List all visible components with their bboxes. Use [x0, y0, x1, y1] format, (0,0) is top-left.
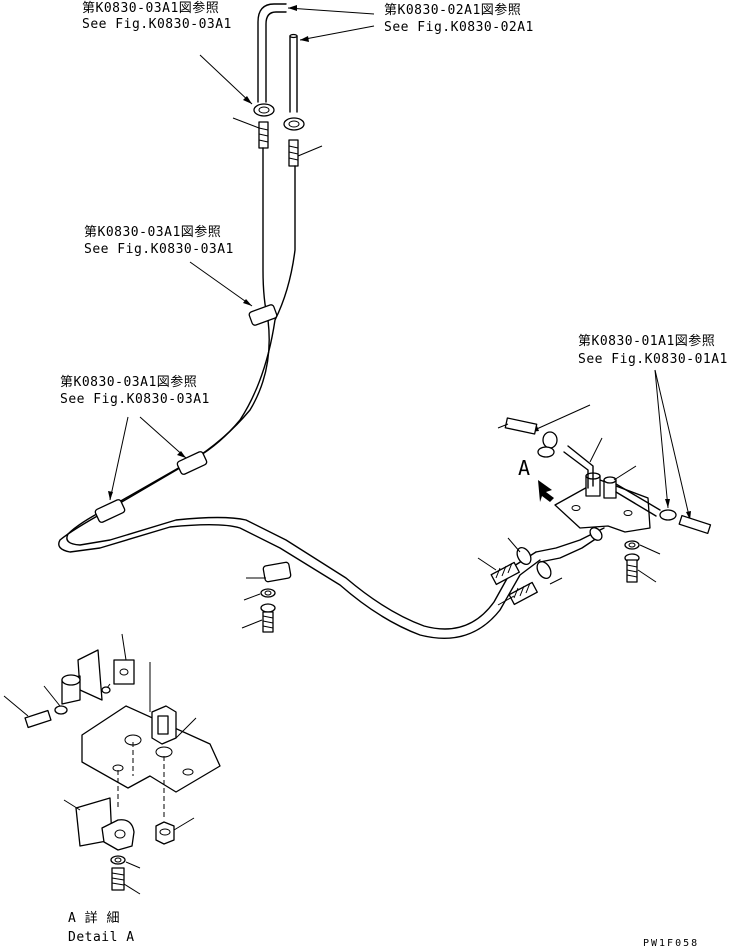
hose-clamp	[262, 561, 292, 583]
bolt	[24, 709, 52, 729]
reference-mid-left-en: See Fig.K0830-03A1	[60, 392, 210, 407]
washer	[624, 540, 640, 550]
reference-top-left-en: See Fig.K0830-03A1	[82, 17, 232, 32]
reference-top-right: 第K0830-02A1図参照 See Fig.K0830-02A1	[384, 2, 534, 35]
detail-caption-jp: A 詳 細	[68, 910, 120, 926]
hose-clamp	[659, 509, 677, 521]
reference-right: 第K0830-01A1図参照 See Fig.K0830-01A1	[578, 333, 728, 367]
reference-mid-upper-jp: 第K0830-03A1図参照	[84, 224, 221, 240]
washer	[260, 588, 276, 598]
hose-clamp	[253, 103, 275, 117]
reference-right-jp: 第K0830-01A1図参照	[578, 333, 715, 349]
washer	[54, 705, 68, 715]
reference-mid-left-jp: 第K0830-03A1図参照	[60, 374, 197, 390]
reference-mid-left: 第K0830-03A1図参照 See Fig.K0830-03A1	[60, 374, 210, 407]
hose-assembly	[58, 3, 563, 639]
leader-lines	[108, 5, 691, 521]
hose-clamp	[94, 499, 126, 523]
reference-top-right-en: See Fig.K0830-02A1	[384, 20, 534, 35]
washer	[110, 855, 126, 865]
reference-right-en: See Fig.K0830-01A1	[578, 352, 728, 367]
detail-a	[3, 633, 221, 895]
hose-clamp	[176, 451, 208, 475]
washer	[260, 603, 276, 613]
hose-fitting	[508, 581, 538, 606]
hose-fitting	[678, 514, 712, 535]
hose-clamp	[516, 546, 532, 566]
hose-clamp	[542, 431, 558, 449]
hose-fitting	[490, 561, 520, 586]
hose-clamp	[248, 304, 278, 326]
drawing-code: PW1F058	[643, 938, 699, 949]
detail-caption: A 詳 細 Detail A	[68, 910, 135, 945]
reference-mid-upper-en: See Fig.K0830-03A1	[84, 242, 234, 257]
view-marker-a: A	[518, 456, 530, 480]
reference-top-right-jp: 第K0830-02A1図参照	[384, 2, 521, 18]
reference-mid-upper: 第K0830-03A1図参照 See Fig.K0830-03A1	[84, 224, 234, 257]
hose-clamp	[283, 117, 305, 131]
reference-top-left: 第K0830-03A1図参照 See Fig.K0830-03A1	[82, 0, 232, 32]
control-bracket	[497, 417, 712, 583]
hose-fitting	[504, 417, 538, 435]
reference-top-left-jp: 第K0830-03A1図参照	[82, 0, 219, 16]
detail-caption-en: Detail A	[68, 930, 135, 945]
